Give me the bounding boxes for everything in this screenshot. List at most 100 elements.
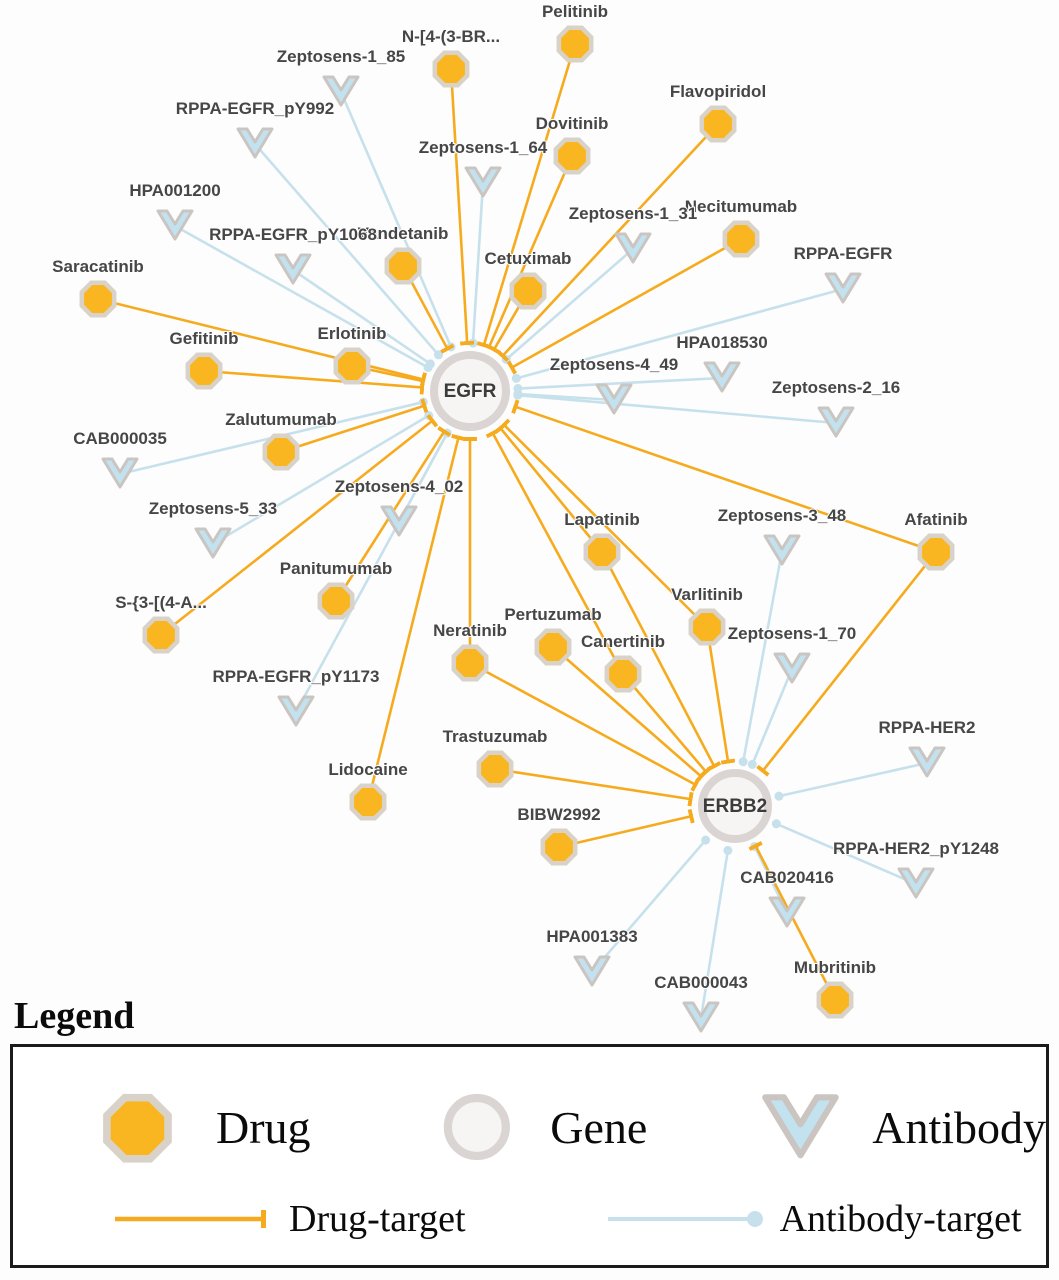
edge-hpa018530-egfr (513, 376, 723, 394)
drug-label-canertinib: Canertinib (581, 632, 665, 651)
antibody-node-zeptosens-4-02 (380, 505, 418, 537)
edge-n-4-3-br-egfr (449, 68, 475, 346)
edge-gefitinib-egfr (203, 369, 425, 395)
drug-label-bibw2992: BIBW2992 (517, 805, 600, 824)
gene-node-egfr (430, 351, 510, 431)
drug-label-lapatinib: Lapatinib (564, 510, 640, 529)
edge-afatinib-erbb2 (756, 551, 938, 777)
drug-label-dovitinib: Dovitinib (536, 114, 609, 133)
antibody-node-zeptosens-1-64 (464, 166, 502, 198)
drug-node-cetuximab (509, 272, 547, 310)
antibody-node-cab000035 (101, 457, 139, 489)
drug-node-pertuzumab (534, 628, 572, 666)
legend-gene-label: Gene (550, 1101, 648, 1153)
drug-label-lidocaine: Lidocaine (328, 760, 407, 779)
drug-node-necitumumab (722, 220, 760, 258)
antibody-node-cab020416 (768, 896, 806, 928)
drug-label-vandetanib: Vandetanib (358, 224, 449, 243)
antibody-label-rppa-egfr: RPPA-EGFR (794, 244, 893, 263)
antibody-label-cab000043: CAB000043 (654, 973, 748, 992)
antibody-label-hpa001200: HPA001200 (129, 181, 220, 200)
edge-zeptosens-4-49-egfr (513, 389, 615, 402)
edge-lidocaine-egfr (366, 433, 466, 803)
drug-node-mubritinib (816, 981, 854, 1019)
legend-drug-label: Drug (216, 1101, 311, 1153)
legend-drug-target-line (115, 1210, 266, 1228)
edge-lapatinib-egfr (493, 422, 604, 553)
antibody-node-rppa-egfr (824, 272, 862, 304)
drug-node-s-3-4-a (142, 616, 180, 654)
gene-label-egfr: EGFR (444, 381, 497, 402)
legend-antibody-target-line (607, 1211, 763, 1227)
gene-label-erbb2: ERBB2 (703, 796, 767, 817)
antibody-node-rppa-her2 (908, 746, 946, 778)
edge-varlitinib-egfr (497, 418, 708, 628)
antibody-node-zeptosens-1-85 (322, 75, 360, 107)
drug-label-s-3-4-a: S-{3-[(4-A... (115, 593, 207, 612)
edge-hpa001383-erbb2 (591, 835, 711, 973)
edge-mubritinib-erbb2 (748, 841, 837, 1001)
drug-node-canertinib (604, 655, 642, 693)
legend-antibody-target-label: Antibody-target (779, 1198, 1022, 1240)
nodes-layer (79, 25, 955, 1033)
edge-canertinib-egfr (485, 428, 625, 675)
antibody-node-hpa001383 (573, 955, 611, 987)
antibody-label-rppa-egfr-py992: RPPA-EGFR_pY992 (176, 99, 334, 118)
edge-flavopiridol-egfr (496, 123, 719, 363)
drug-node-saracatinib (79, 280, 117, 318)
edge-rppa-her2-py1248-erbb2 (771, 819, 917, 886)
drug-node-dovitinib (553, 137, 591, 175)
antibody-label-zeptosens-2-16: Zeptosens-2_16 (772, 378, 901, 397)
drug-node-afatinib (917, 533, 955, 571)
edge-zeptosens-1-64-egfr (468, 182, 485, 348)
drug-node-varlitinib (688, 608, 726, 646)
antibody-label-zeptosens-1-85: Zeptosens-1_85 (277, 47, 406, 66)
edge-rppa-egfr-py992-egfr (254, 143, 443, 360)
drug-label-pelitinib: Pelitinib (542, 2, 608, 21)
drug-node-vandetanib (384, 247, 422, 285)
edge-dovitinib-egfr (481, 155, 574, 352)
drug-label-gefitinib: Gefitinib (170, 329, 239, 348)
antibody-label-hpa018530: HPA018530 (676, 333, 767, 352)
antibody-node-rppa-egfr-py992 (236, 127, 274, 159)
edge-rppa-her2-erbb2 (774, 761, 928, 801)
antibody-label-zeptosens-1-64: Zeptosens-1_64 (419, 138, 548, 157)
antibody-node-zeptosens-5-33 (194, 527, 232, 559)
drug-node-gefitinib (185, 352, 223, 390)
legend-box: Drug Gene Antibody Drug-target Antibody-… (10, 1044, 1049, 1268)
edge-necitumumab-egfr (506, 237, 742, 375)
drug-node-flavopiridol (699, 105, 737, 143)
edge-hpa001200-egfr (174, 224, 433, 373)
antibody-node-zeptosens-2-16 (817, 406, 855, 438)
drug-label-saracatinib: Saracatinib (52, 257, 144, 276)
drug-label-trastuzumab: Trastuzumab (443, 727, 548, 746)
edge-zeptosens-1-70-erbb2 (747, 668, 794, 769)
drug-label-afatinib: Afatinib (904, 510, 967, 529)
edge-zalutumumab-egfr (280, 398, 429, 454)
drug-node-n-4-3-br (432, 50, 470, 88)
drug-label-erlotinib: Erlotinib (318, 324, 387, 343)
edge-s-3-4-a-egfr (160, 414, 439, 637)
drug-node-bibw2992 (540, 828, 578, 866)
antibody-node-zeptosens-1-31 (614, 232, 652, 264)
antibody-label-rppa-her2-py1248: RPPA-HER2_pY1248 (833, 839, 999, 858)
edge-trastuzumab-erbb2 (494, 767, 694, 807)
drug-label-mubritinib: Mubritinib (794, 958, 876, 977)
antibody-node-rppa-egfr-py1173 (277, 695, 315, 727)
legend-drug-target-label: Drug-target (289, 1198, 466, 1240)
antibody-label-zeptosens-1-31: Zeptosens-1_31 (569, 204, 698, 223)
antibody-label-zeptosens-1-70: Zeptosens-1_70 (728, 624, 857, 643)
antibody-node-zeptosens-3-48 (763, 534, 801, 566)
antibody-node-rppa-her2-py1248 (897, 867, 935, 899)
drug-node-zalutumumab (262, 433, 300, 471)
drug-label-panitumumab: Panitumumab (280, 559, 392, 578)
antibody-node-cab000043 (682, 1001, 720, 1033)
legend-gene-icon (443, 1093, 510, 1161)
edge-zeptosens-5-33-egfr (212, 411, 434, 546)
legend-shapes-row: Drug Gene Antibody (98, 1071, 1046, 1183)
edge-zeptosens-3-48-erbb2 (738, 550, 784, 767)
edge-zeptosens-1-31-egfr (501, 248, 634, 364)
antibody-node-zeptosens-1-70 (773, 652, 811, 684)
